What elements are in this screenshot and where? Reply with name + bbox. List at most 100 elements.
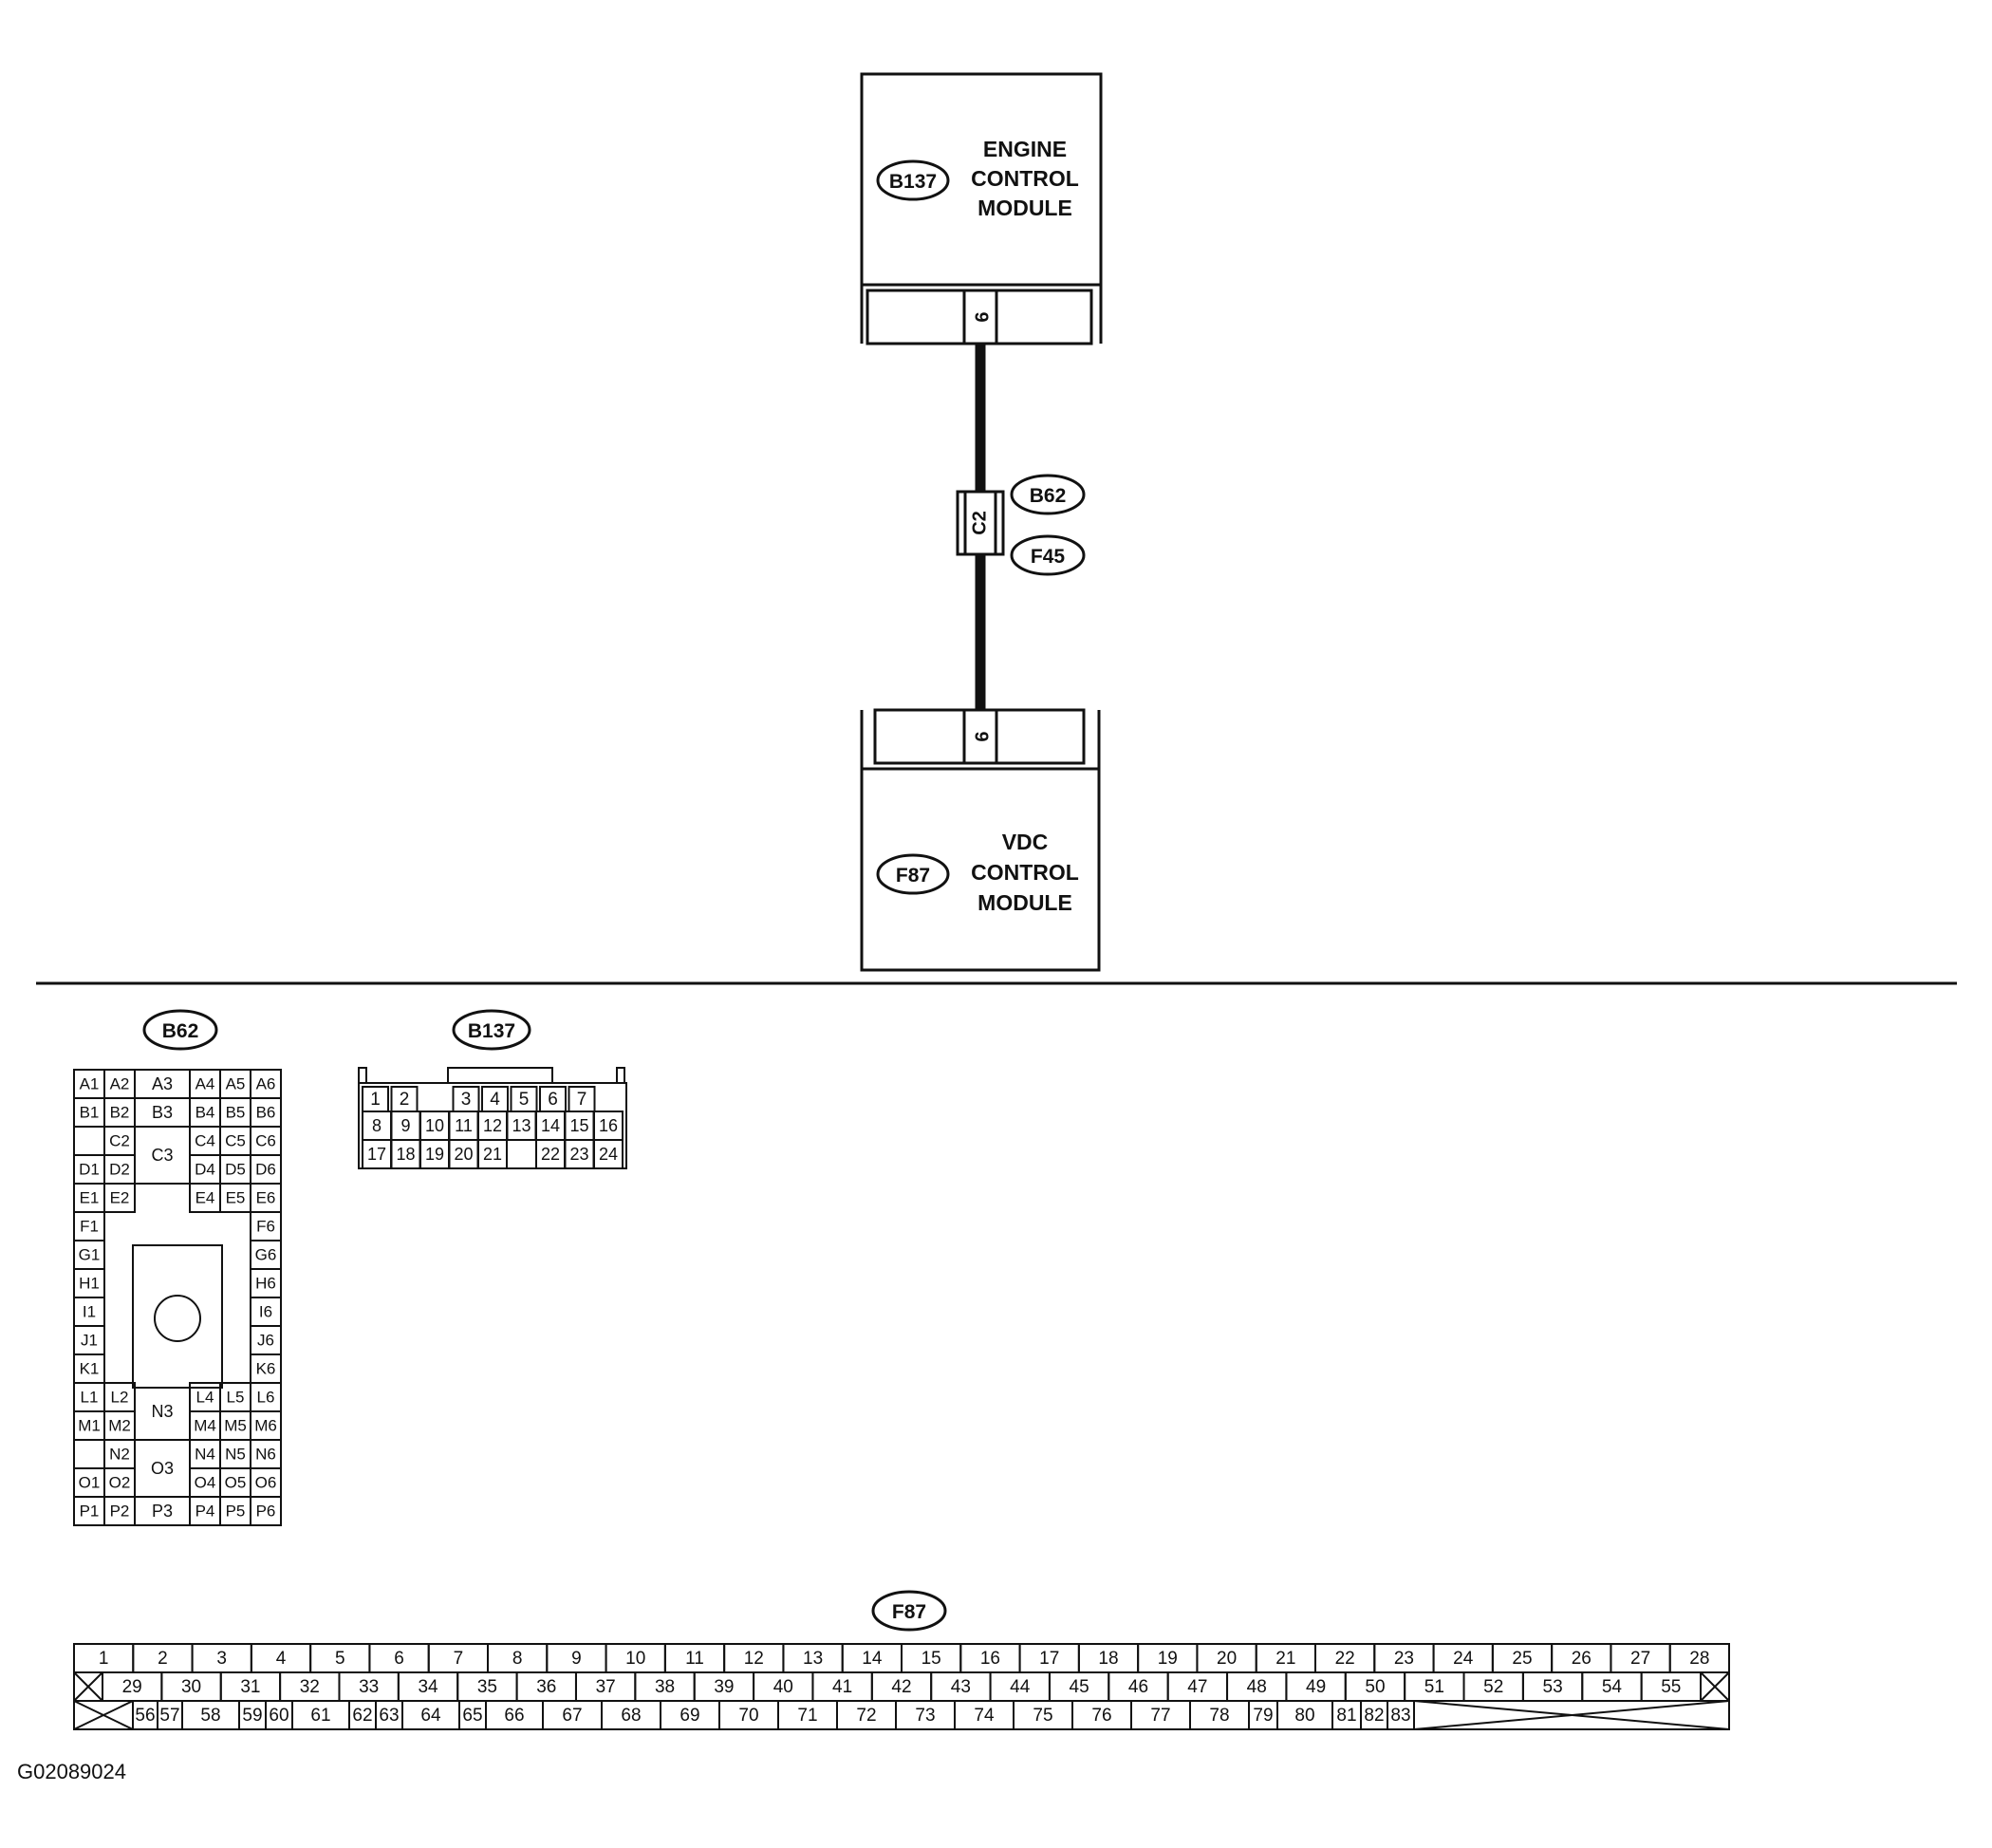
f87-pin-9: 9 [546, 1643, 607, 1673]
b62-center-hole [154, 1295, 201, 1342]
b137-pin-24: 24 [593, 1139, 624, 1169]
f87-pin-50-label: 50 [1365, 1677, 1385, 1697]
b137-pin-22-label: 22 [541, 1145, 560, 1164]
b137-pin-21: 21 [477, 1139, 508, 1169]
junction-pin-label: C2 [969, 511, 990, 535]
f87-pin-65: 65 [458, 1700, 487, 1730]
f87-pin-64: 64 [401, 1700, 460, 1730]
b62-pin-m1: M1 [73, 1410, 105, 1441]
b62-pin-d1: D1 [73, 1154, 105, 1185]
f87-pin-59: 59 [238, 1700, 267, 1730]
b62-pin-c3: C3 [135, 1146, 190, 1185]
f87-pin-40: 40 [753, 1671, 814, 1702]
f87-pin-57: 57 [157, 1700, 183, 1730]
b62-pin-b5: B5 [219, 1097, 251, 1128]
b62-pin-j1: J1 [73, 1325, 105, 1355]
f87-pin-4: 4 [250, 1643, 312, 1673]
b62-pin-e1: E1 [73, 1183, 105, 1213]
f87-pin-39: 39 [693, 1671, 755, 1702]
f87-pin-53: 53 [1521, 1671, 1584, 1702]
b137-pin-2: 2 [390, 1086, 419, 1112]
f87-pin-21: 21 [1255, 1643, 1316, 1673]
b62-pin-n2-label: N2 [109, 1445, 130, 1463]
b62-pin-g1-label: G1 [79, 1245, 101, 1263]
b137-pin-20-label: 20 [454, 1145, 473, 1164]
b62-pin-b3-label: B3 [152, 1103, 173, 1122]
f87-pin-83-label: 83 [1390, 1706, 1410, 1726]
b62-pin-i6: I6 [250, 1297, 282, 1327]
b62-pin-e5: E5 [219, 1183, 251, 1213]
b62-pin-p2: P2 [103, 1496, 136, 1526]
b62-pin-e1-label: E1 [80, 1188, 100, 1206]
b62-pin-l5-label: L5 [227, 1388, 245, 1406]
b62-pin-c2-label: C2 [109, 1131, 130, 1149]
f87-pin-2: 2 [132, 1643, 194, 1673]
f87-pin-14-label: 14 [862, 1649, 883, 1669]
junction-lower-oval [1010, 534, 1086, 576]
f87-pin-62: 62 [348, 1700, 377, 1730]
f87-pin-35: 35 [456, 1671, 518, 1702]
b62-pin-a1: A1 [73, 1069, 105, 1099]
f87-pin-71: 71 [777, 1700, 838, 1730]
b137-pin-9-label: 9 [400, 1116, 410, 1135]
b62-pin-l2-label: L2 [111, 1388, 129, 1406]
b62-pin-n4: N4 [189, 1439, 221, 1469]
f87-blank-right [1700, 1671, 1730, 1702]
b137-pin-10-label: 10 [425, 1116, 444, 1135]
b62-pin-a3: A3 [135, 1074, 190, 1099]
b62-pin-m6: M6 [250, 1410, 282, 1441]
f87-pin-55: 55 [1640, 1671, 1703, 1702]
f87-pin-7: 7 [427, 1643, 490, 1673]
f87-pin-78: 78 [1189, 1700, 1250, 1730]
f87-pin-46-label: 46 [1128, 1677, 1148, 1697]
f87-pin-80: 80 [1276, 1700, 1333, 1730]
b62-pin-n5-label: N5 [225, 1445, 246, 1463]
f87-pin-79-label: 79 [1253, 1706, 1273, 1726]
f87-pin-1-label: 1 [99, 1649, 109, 1669]
f87-pin-17-label: 17 [1039, 1649, 1059, 1669]
f87-pin-78-label: 78 [1209, 1706, 1229, 1726]
f87-pin-64-label: 64 [420, 1706, 441, 1726]
b137-pin-18: 18 [390, 1139, 421, 1169]
b137-latch-left [358, 1067, 367, 1084]
f87-pin-80-label: 80 [1294, 1706, 1314, 1726]
f87-pin-36-label: 36 [536, 1677, 556, 1697]
b62-pin-l1: L1 [73, 1382, 105, 1412]
b137-pin-6: 6 [539, 1086, 567, 1112]
b62-pin-p3-label: P3 [152, 1502, 173, 1521]
b62-pin-n6-label: N6 [255, 1445, 276, 1463]
f87-pin-27-label: 27 [1630, 1649, 1650, 1669]
f87-pin-36: 36 [515, 1671, 577, 1702]
b62-cavity [132, 1244, 223, 1389]
b137-pin-4: 4 [481, 1086, 509, 1112]
f87-pin-68: 68 [601, 1700, 661, 1730]
f87-pin-16: 16 [959, 1643, 1021, 1673]
b62-pin-b2-label: B2 [110, 1103, 130, 1121]
f87-pin-12: 12 [723, 1643, 785, 1673]
b137-title: B137 [468, 1020, 515, 1042]
b137-pin-5: 5 [510, 1086, 538, 1112]
b62-pin-b1: B1 [73, 1097, 105, 1128]
b137-pin-23: 23 [564, 1139, 595, 1169]
f87-pin-72-label: 72 [856, 1706, 876, 1726]
f87-pin-49: 49 [1285, 1671, 1347, 1702]
b62-pin-j1-label: J1 [81, 1331, 98, 1349]
b62-pin-n6: N6 [250, 1439, 282, 1469]
b62-pin-p5: P5 [219, 1496, 251, 1526]
b62-pin-o3-label: O3 [151, 1459, 174, 1478]
f87-pin-41: 41 [811, 1671, 873, 1702]
b62-pin-p2-label: P2 [110, 1502, 130, 1520]
engine-control-module: 9 B137 ENGINE CONTROL MODULE [860, 72, 1103, 345]
b62-pin-f6: F6 [250, 1211, 282, 1241]
f87-pin-59-label: 59 [242, 1706, 262, 1726]
f87-pin-66: 66 [485, 1700, 544, 1730]
b62-pin-o5: O5 [219, 1467, 251, 1498]
b62-pin-b3: B3 [135, 1103, 190, 1128]
f87-pin-75: 75 [1013, 1700, 1073, 1730]
b137-pin-11: 11 [448, 1111, 479, 1141]
f87-pin-32-label: 32 [300, 1677, 320, 1697]
f87-title-oval [871, 1590, 947, 1632]
